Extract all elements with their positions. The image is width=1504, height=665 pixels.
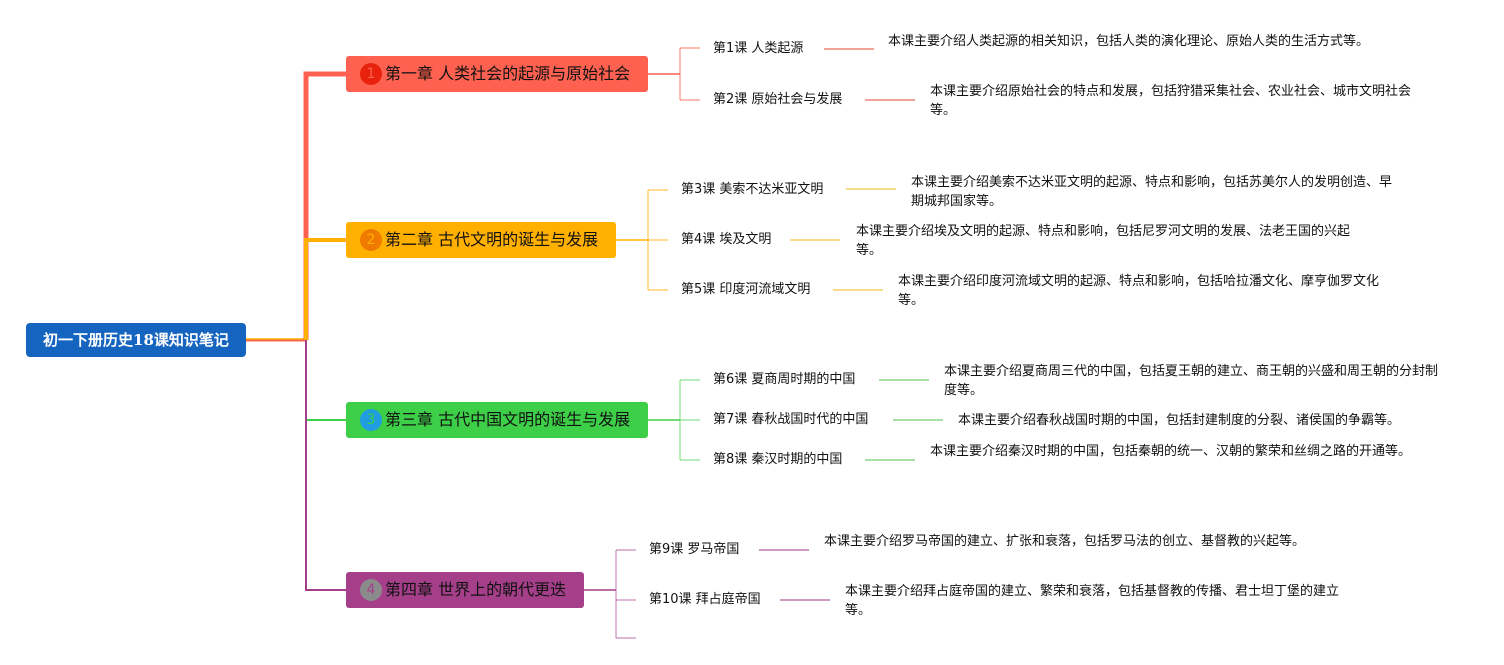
lesson-3-description: 本课主要介绍美索不达米亚文明的起源、特点和影响，包括苏美尔人的发明创造、早期城邦… [911, 175, 1393, 209]
lesson-3-node[interactable]: 第3课 美索不达米亚文明 [681, 182, 824, 197]
lesson-10-node[interactable]: 第10课 拜占庭帝国 [649, 592, 761, 607]
lesson-1-node[interactable]: 第1课 人类起源 [713, 41, 804, 56]
chapter-1-number-badge: 1 [360, 63, 382, 85]
lesson-2-description: 本课主要介绍原始社会的特点和发展，包括狩猎采集社会、农业社会、城市文明社会等。 [930, 84, 1412, 118]
chapter-1-node[interactable]: 1 第一章 人类社会的起源与原始社会 [346, 56, 648, 92]
chapter-2-title: 第二章 古代文明的诞生与发展 [385, 230, 599, 249]
lesson-9-description: 本课主要介绍罗马帝国的建立、扩张和衰落，包括罗马法的创立、基督教的兴起等。 [824, 534, 1306, 549]
chapter-3-number-badge: 3 [360, 409, 382, 431]
lesson-9-node[interactable]: 第9课 罗马帝国 [649, 542, 740, 557]
chapter-3-node[interactable]: 3 第三章 古代中国文明的诞生与发展 [346, 402, 648, 438]
lesson-1-description: 本课主要介绍人类起源的相关知识，包括人类的演化理论、原始人类的生活方式等。 [888, 34, 1370, 49]
lesson-5-node[interactable]: 第5课 印度河流域文明 [681, 282, 811, 297]
chapter-2-number-badge: 2 [360, 229, 382, 251]
lesson-4-node[interactable]: 第4课 埃及文明 [681, 232, 772, 247]
lesson-10-description: 本课主要介绍拜占庭帝国的建立、繁荣和衰落，包括基督教的传播、君士坦丁堡的建立等。 [845, 584, 1340, 618]
root-node[interactable]: 初一下册历史18课知识笔记 [26, 323, 246, 357]
chapter-1-title: 第一章 人类社会的起源与原始社会 [385, 64, 631, 83]
lesson-8-description: 本课主要介绍秦汉时期的中国，包括秦朝的统一、汉朝的繁荣和丝绸之路的开通等。 [930, 444, 1412, 459]
lesson-2-node[interactable]: 第2课 原始社会与发展 [713, 92, 843, 107]
chapter-3-title: 第三章 古代中国文明的诞生与发展 [385, 410, 631, 429]
lesson-8-node[interactable]: 第8课 秦汉时期的中国 [713, 452, 843, 467]
lesson-5-description: 本课主要介绍印度河流域文明的起源、特点和影响，包括哈拉潘文化、摩亨伽罗文化等。 [898, 274, 1380, 308]
lesson-6-description: 本课主要介绍夏商周三代的中国，包括夏王朝的建立、商王朝的兴盛和周王朝的分封制度等… [944, 364, 1439, 398]
chapter-4-node[interactable]: 4 第四章 世界上的朝代更迭 [346, 572, 584, 608]
lesson-4-description: 本课主要介绍埃及文明的起源、特点和影响，包括尼罗河文明的发展、法老王国的兴起等。 [856, 224, 1351, 258]
lesson-7-node[interactable]: 第7课 春秋战国时代的中国 [713, 412, 869, 427]
chapter-4-title: 第四章 世界上的朝代更迭 [385, 580, 567, 599]
lesson-7-description: 本课主要介绍春秋战国时期的中国，包括封建制度的分裂、诸侯国的争霸等。 [958, 413, 1401, 428]
chapter-4-number-badge: 4 [360, 579, 382, 601]
chapter-2-node[interactable]: 2 第二章 古代文明的诞生与发展 [346, 222, 616, 258]
lesson-6-node[interactable]: 第6课 夏商周时期的中国 [713, 372, 856, 387]
